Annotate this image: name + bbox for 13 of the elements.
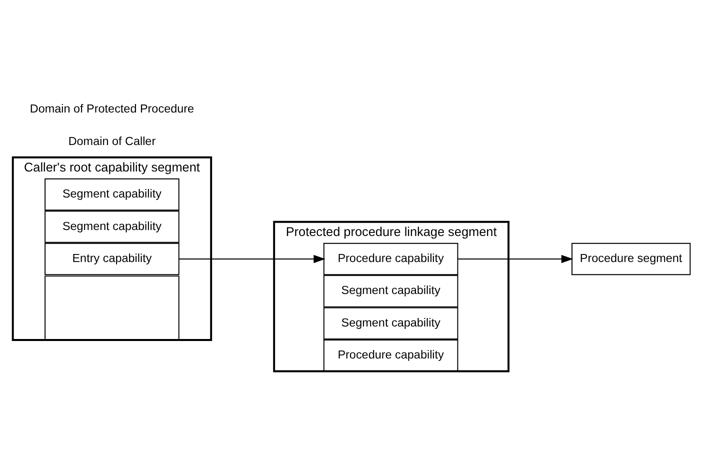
- label: Domain of Protected Procedure: [30, 102, 194, 116]
- label: Domain of Caller: [68, 134, 156, 148]
- node-box: Procedure segment: [572, 242, 691, 275]
- node-box: Procedure capability: [323, 339, 458, 372]
- arrow: [178, 254, 326, 263]
- arrow: [457, 254, 574, 263]
- node-box: Procedure capability: [323, 242, 458, 275]
- node-box: Segment capability: [323, 306, 458, 340]
- node-box: Segment capability: [44, 178, 180, 210]
- node-box: Segment capability: [323, 274, 458, 307]
- node-box: Entry capability: [44, 242, 180, 275]
- node-box: [44, 275, 180, 340]
- node-box: Segment capability: [44, 210, 180, 242]
